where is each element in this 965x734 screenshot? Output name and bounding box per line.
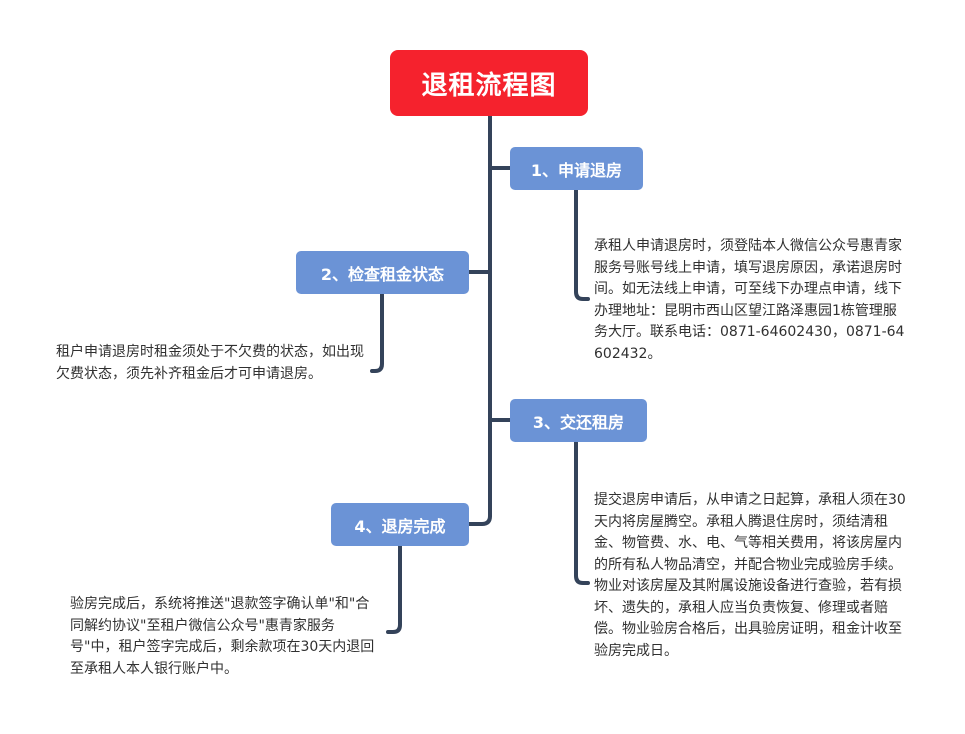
branch-4-line	[467, 514, 492, 526]
desc-return-housing: 提交退房申请后，从申请之日起算，承租人须在30天内将房屋腾空。承租人腾退住房时，…	[594, 492, 906, 659]
node-return-housing[interactable]: 3、交还租房	[510, 399, 647, 442]
leaf-3-line	[574, 440, 590, 585]
connector-group	[370, 114, 590, 634]
node-check-rent-status[interactable]: 2、检查租金状态	[296, 251, 469, 294]
leaf-1-line	[574, 188, 590, 301]
desc-check-rent-status: 租户申请退房时租金须处于不欠费的状态，如出现欠费状态，须先补齐租金后才可申请退房…	[56, 344, 364, 382]
node-apply-checkout[interactable]: 1、申请退房	[510, 147, 643, 190]
root-node-title[interactable]: 退租流程图	[390, 50, 588, 116]
desc-apply-checkout: 承租人申请退房时，须登陆本人微信公众号惠青家服务号账号线上申请，填写退房原因，承…	[594, 238, 905, 362]
node-checkout-complete[interactable]: 4、退房完成	[331, 503, 469, 546]
desc-checkout-complete: 验房完成后，系统将推送"退款签字确认单"和"合同解约协议"至租户微信公众号"惠青…	[70, 596, 375, 677]
leaf-4-line	[386, 544, 402, 634]
leaf-2-line	[370, 292, 384, 373]
